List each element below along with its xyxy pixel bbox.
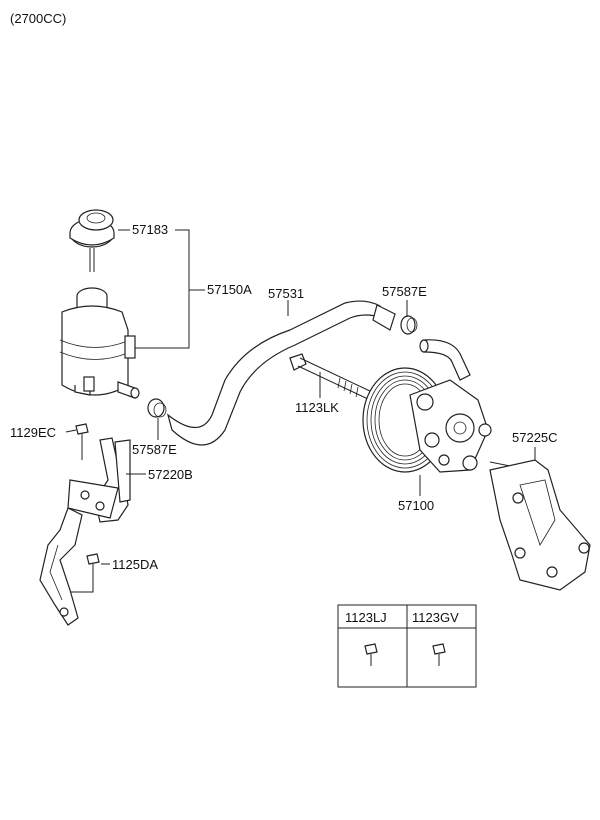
label-clamp-top: 57587E xyxy=(382,284,427,299)
bolt-1123gv-icon xyxy=(432,643,446,666)
bolt-1123lj-icon xyxy=(364,643,378,666)
label-cap: 57183 xyxy=(132,222,168,237)
label-long-bolt: 1123LK xyxy=(295,400,339,415)
label-bracket-bolt: 1125DA xyxy=(112,557,158,572)
reservoir-cap[interactable] xyxy=(69,209,115,272)
label-hose: 57531 xyxy=(268,286,304,301)
label-reservoir: 57150A xyxy=(207,282,252,297)
label-pump: 57100 xyxy=(398,498,434,513)
engine-variant-label: (2700CC) xyxy=(10,11,66,26)
bolt-1129ec[interactable] xyxy=(75,423,89,460)
long-bolt[interactable] xyxy=(289,353,373,401)
return-hose[interactable] xyxy=(166,300,396,446)
leader-bracket-bolt-drop xyxy=(70,580,94,593)
bolt-1125da[interactable] xyxy=(86,553,100,580)
label-clamp-bottom: 57587E xyxy=(132,442,177,457)
label-bracket: 57220B xyxy=(148,467,193,482)
fastener-table: 1123LJ 1123GV xyxy=(337,604,477,688)
reservoir-bracket[interactable] xyxy=(67,437,131,523)
table-header-col1: 1123LJ xyxy=(345,610,387,625)
leader-reservoir xyxy=(135,229,190,349)
lower-bracket[interactable] xyxy=(39,507,83,626)
label-mount-bracket: 57225C xyxy=(512,430,558,445)
supply-pipe[interactable] xyxy=(419,339,471,381)
table-header-col2: 1123GV xyxy=(412,610,459,625)
pump-mount-bracket[interactable] xyxy=(489,459,591,591)
reservoir-tank[interactable] xyxy=(59,287,140,399)
leader-bolt-left xyxy=(65,429,77,433)
hose-clamp-bottom[interactable] xyxy=(147,398,167,418)
power-steering-pump[interactable] xyxy=(362,367,492,473)
hose-clamp-top[interactable] xyxy=(400,315,418,335)
label-bolt-left: 1129EC xyxy=(10,425,56,440)
